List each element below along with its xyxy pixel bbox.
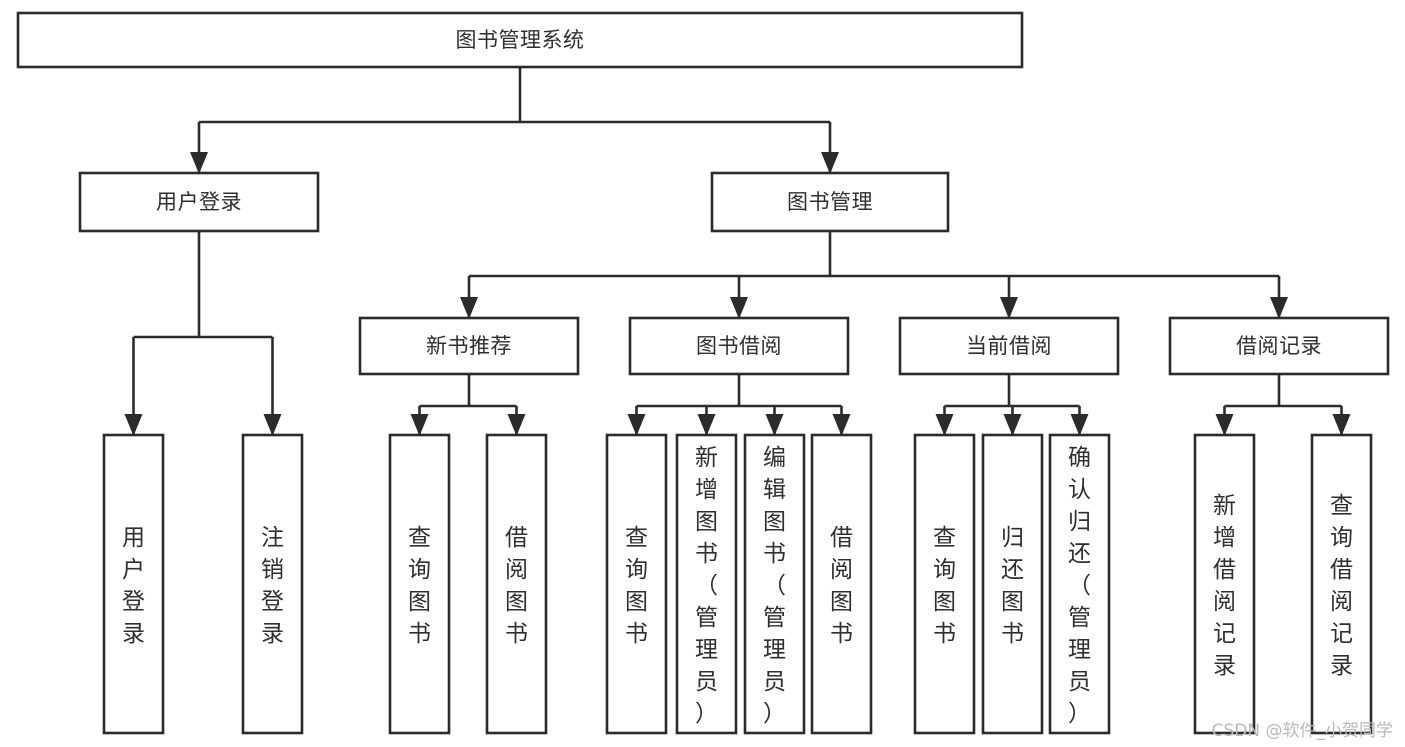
node-box-user-login [78, 171, 320, 233]
arrow-head-user-login [190, 152, 208, 174]
node-box-leaf-add-borrow-record [1193, 433, 1256, 735]
node-user-login[interactable]: 用户登录 [78, 171, 320, 233]
node-leaf-edit-book-admin[interactable]: 编辑图书（管理员） [743, 433, 806, 735]
node-label-borrow-record: 借阅记录 [1236, 334, 1322, 358]
node-leaf-add-book-admin[interactable]: 新增图书（管理员） [675, 433, 738, 735]
node-label-leaf-add-book-admin: 新增图书（管理员） [695, 445, 718, 727]
node-box-leaf-query-book-cur [913, 433, 976, 735]
node-label-leaf-borrow-book-rec: 借阅图书 [505, 525, 528, 647]
node-label-root: 图书管理系统 [456, 28, 585, 52]
node-leaf-confirm-return-admin[interactable]: 确认归还（管理员） [1048, 433, 1111, 735]
node-leaf-query-borrow-record[interactable]: 查询借阅记录 [1310, 433, 1373, 735]
node-leaf-logout-login[interactable]: 注销登录 [241, 433, 304, 735]
node-box-book-manage [710, 171, 950, 233]
node-label-new-book-recommend: 新书推荐 [426, 334, 512, 358]
node-label-user-login: 用户登录 [156, 190, 242, 214]
arrow-head-borrow-record [1270, 297, 1288, 319]
node-box-root [16, 11, 1024, 69]
arrow-head-leaf-edit-book-admin [765, 414, 784, 436]
arrow-head-leaf-user-login [124, 414, 143, 436]
arrow-head-leaf-borrow-book [832, 414, 851, 436]
node-box-new-book-recommend [358, 316, 580, 376]
arrow-head-book-manage [821, 152, 839, 174]
node-box-book-borrow [628, 316, 850, 376]
node-box-current-borrow [898, 316, 1120, 376]
node-book-manage[interactable]: 图书管理 [710, 171, 950, 233]
node-leaf-return-book[interactable]: 归还图书 [981, 433, 1044, 735]
node-label-leaf-logout-login: 注销登录 [261, 525, 284, 647]
arrow-head-leaf-query-book-rec [410, 414, 429, 436]
connectors-layer [124, 67, 1351, 436]
node-label-current-borrow: 当前借阅 [966, 334, 1052, 358]
node-label-leaf-edit-book-admin: 编辑图书（管理员） [763, 445, 786, 727]
node-box-leaf-query-borrow-record [1310, 433, 1373, 735]
node-box-leaf-borrow-book-rec [485, 433, 548, 735]
node-current-borrow[interactable]: 当前借阅 [898, 316, 1120, 376]
node-box-leaf-edit-book-admin [743, 433, 806, 735]
node-new-book-recommend[interactable]: 新书推荐 [358, 316, 580, 376]
node-leaf-query-book-cur[interactable]: 查询图书 [913, 433, 976, 735]
node-leaf-borrow-book-rec[interactable]: 借阅图书 [485, 433, 548, 735]
arrow-head-leaf-query-borrow-record [1332, 414, 1351, 436]
node-label-leaf-query-book-borrow: 查询图书 [625, 525, 648, 647]
arrow-head-leaf-add-borrow-record [1215, 414, 1234, 436]
node-borrow-record[interactable]: 借阅记录 [1168, 316, 1390, 376]
node-label-leaf-add-borrow-record: 新增借阅记录 [1213, 493, 1236, 679]
node-label-leaf-query-book-cur: 查询图书 [933, 525, 956, 647]
csdn-watermark: CSDN @软件_小贺同学 [1211, 721, 1393, 741]
node-label-leaf-return-book: 归还图书 [1001, 525, 1024, 647]
node-label-leaf-user-login: 用户登录 [122, 525, 145, 647]
arrow-head-leaf-confirm-return-admin [1070, 414, 1089, 436]
node-leaf-query-book-borrow[interactable]: 查询图书 [605, 433, 668, 735]
arrow-head-leaf-return-book [1003, 414, 1022, 436]
arrow-head-leaf-query-book-cur [935, 414, 954, 436]
node-box-leaf-query-book-rec [388, 433, 451, 735]
arrow-head-book-borrow [730, 297, 748, 319]
node-leaf-query-book-rec[interactable]: 查询图书 [388, 433, 451, 735]
boxes-layer: 图书管理系统用户登录图书管理新书推荐图书借阅当前借阅借阅记录用户登录注销登录查询… [16, 11, 1390, 735]
node-box-leaf-return-book [981, 433, 1044, 735]
node-label-leaf-query-book-rec: 查询图书 [408, 525, 431, 647]
node-box-leaf-borrow-book [810, 433, 873, 735]
arrow-head-leaf-borrow-book-rec [507, 414, 526, 436]
node-box-leaf-logout-login [241, 433, 304, 735]
node-leaf-user-login[interactable]: 用户登录 [102, 433, 165, 735]
node-book-borrow[interactable]: 图书借阅 [628, 316, 850, 376]
node-box-leaf-add-book-admin [675, 433, 738, 735]
node-box-leaf-user-login [102, 433, 165, 735]
arrow-head-leaf-add-book-admin [697, 414, 716, 436]
node-leaf-add-borrow-record[interactable]: 新增借阅记录 [1193, 433, 1256, 735]
node-label-leaf-query-borrow-record: 查询借阅记录 [1330, 493, 1353, 679]
arrow-head-current-borrow [1000, 297, 1018, 319]
arrow-head-new-book-recommend [460, 297, 478, 319]
node-root[interactable]: 图书管理系统 [16, 11, 1024, 69]
arrow-head-leaf-logout-login [263, 414, 282, 436]
arrow-head-leaf-query-book-borrow [627, 414, 646, 436]
node-box-leaf-confirm-return-admin [1048, 433, 1111, 735]
node-box-leaf-query-book-borrow [605, 433, 668, 735]
node-leaf-borrow-book[interactable]: 借阅图书 [810, 433, 873, 735]
node-label-book-manage: 图书管理 [787, 190, 873, 214]
node-label-leaf-borrow-book: 借阅图书 [830, 525, 853, 647]
node-label-book-borrow: 图书借阅 [696, 334, 782, 358]
node-label-leaf-confirm-return-admin: 确认归还（管理员） [1068, 445, 1091, 727]
node-box-borrow-record [1168, 316, 1390, 376]
